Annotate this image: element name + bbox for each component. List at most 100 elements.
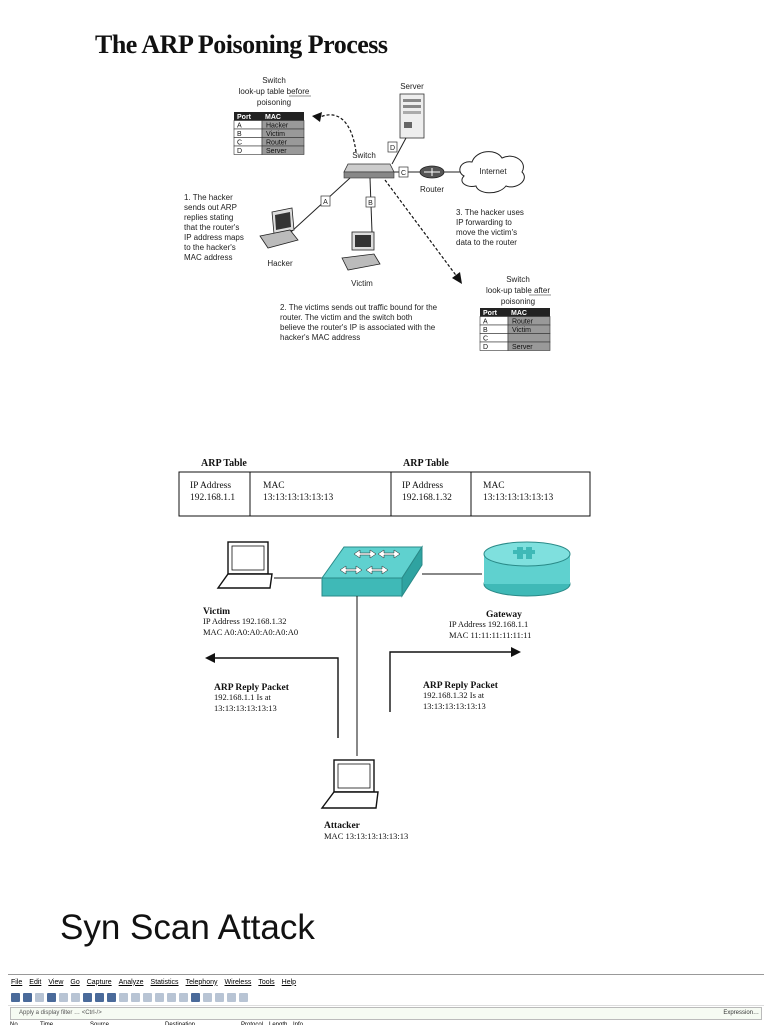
- zoom-out-icon[interactable]: [215, 992, 224, 1002]
- left-ip-value: 192.168.1.1: [190, 493, 235, 503]
- save-file-icon[interactable]: [71, 992, 80, 1002]
- after-caption-line1: Switch: [506, 275, 530, 284]
- reload-icon[interactable]: [95, 992, 104, 1002]
- left-packet-title: ARP Reply Packet: [214, 683, 290, 693]
- right-packet-title: ARP Reply Packet: [423, 681, 499, 691]
- after-table-port-cell: A: [483, 319, 488, 326]
- page-title: The ARP Poisoning Process: [95, 30, 388, 59]
- options-gear-icon[interactable]: [47, 992, 56, 1002]
- victim-label: Victim: [351, 279, 373, 288]
- wireshark-menubar: File Edit View Go Capture Analyze Statistics Te…: [8, 975, 764, 989]
- victim-ip: IP Address 192.168.1.32: [203, 616, 287, 626]
- resize-columns-icon[interactable]: [239, 992, 248, 1002]
- forward-icon[interactable]: [131, 992, 140, 1002]
- after-table-header-port: Port: [483, 310, 498, 317]
- menu-item-capture[interactable]: Capture: [86, 978, 112, 986]
- stop-capture-icon[interactable]: [23, 992, 32, 1002]
- network-switch-icon: [321, 545, 423, 598]
- before-table-header-mac: MAC: [265, 114, 281, 121]
- before-table-mac-cell: Router: [266, 140, 288, 147]
- menu-item-telephony[interactable]: Telephony: [185, 978, 218, 986]
- note2-line: router. The victim and the switch both: [280, 313, 412, 322]
- last-packet-icon[interactable]: [167, 992, 176, 1002]
- expression-button[interactable]: Expression…: [723, 1010, 759, 1016]
- note1-line: that the router's: [184, 223, 239, 232]
- dashed-arrow-after: [384, 179, 459, 279]
- left-packet-line2: 13:13:13:13:13:13: [214, 703, 277, 713]
- note1-line: replies stating: [184, 213, 233, 222]
- attacker-mac: MAC 13:13:13:13:13:13: [324, 831, 408, 841]
- dashed-arrow-before: [317, 114, 357, 153]
- left-reply-arrow: [212, 657, 339, 738]
- syn-scan-heading: Syn Scan Attack: [60, 908, 315, 947]
- right-mac-value: 13:13:13:13:13:13: [483, 493, 553, 503]
- right-arp-table-title: ARP Table: [403, 458, 449, 469]
- note3-line: move the victim's: [456, 228, 517, 237]
- after-table-header-mac: MAC: [511, 310, 527, 317]
- open-file-icon[interactable]: [59, 992, 68, 1002]
- after-table-mac-cell: Victim: [512, 327, 531, 334]
- menu-item-tools[interactable]: Tools: [258, 978, 275, 986]
- before-table-port-cell: D: [237, 148, 242, 155]
- right-arp-table: [390, 471, 591, 517]
- router-icon: [419, 165, 445, 179]
- before-table-port-cell: A: [237, 123, 242, 130]
- go-to-packet-icon[interactable]: [143, 992, 152, 1002]
- restart-capture-icon[interactable]: [35, 992, 44, 1002]
- menu-item-view[interactable]: View: [48, 978, 64, 986]
- menu-item-statistics[interactable]: Statistics: [150, 978, 179, 986]
- victim-computer-icon: [341, 231, 381, 271]
- gateway-ip: IP Address 192.168.1.1: [449, 619, 528, 629]
- port-b-label: B: [368, 200, 373, 207]
- port-a-label: A: [323, 199, 328, 206]
- left-mac-label: MAC: [263, 481, 285, 491]
- right-reply-arrow: [389, 651, 514, 712]
- arp-reply-diagram: ARP Table IP Address 192.168.1.1 MAC 13:…: [178, 458, 591, 841]
- note2-line: believe the router's IP is associated wi…: [280, 323, 436, 332]
- after-table-mac-cell: Server: [512, 344, 533, 351]
- display-filter-input[interactable]: Apply a display filter … <Ctrl-/> Expres…: [10, 1007, 762, 1020]
- note3-line: 3. The hacker uses: [456, 208, 524, 217]
- close-file-icon[interactable]: [83, 992, 92, 1002]
- switch-icon: [343, 163, 395, 179]
- after-caption-line3: poisoning: [501, 297, 535, 306]
- note1-line: to the hacker's: [184, 243, 236, 252]
- back-icon[interactable]: [119, 992, 128, 1002]
- victim-laptop-icon: [216, 541, 273, 589]
- internet-cloud-icon: [459, 151, 525, 194]
- port-c-label: C: [401, 170, 406, 177]
- right-ip-label: IP Address: [402, 481, 443, 491]
- after-table-mac-cell: Router: [512, 319, 534, 326]
- normal-size-icon[interactable]: [227, 992, 236, 1002]
- menu-item-file[interactable]: File: [11, 978, 23, 986]
- menu-item-wireless[interactable]: Wireless: [224, 978, 252, 986]
- start-capture-icon[interactable]: [11, 992, 20, 1002]
- gateway-router-icon: [483, 541, 571, 597]
- first-packet-icon[interactable]: [155, 992, 164, 1002]
- menu-item-go[interactable]: Go: [70, 978, 80, 986]
- menu-item-help[interactable]: Help: [281, 978, 297, 986]
- before-table-mac-cell: Hacker: [266, 123, 289, 130]
- victim-mac: MAC A0:A0:A0:A0:A0:A0: [203, 627, 298, 637]
- note1-line: sends out ARP: [184, 203, 237, 212]
- note-step-2: 2. The victims sends out traffic bound f…: [280, 303, 438, 342]
- right-mac-label: MAC: [483, 481, 505, 491]
- port-d-label: D: [390, 145, 395, 152]
- arp-poisoning-diagram: Switch look-up table before poisoning Po…: [184, 76, 551, 351]
- left-arp-table: [178, 471, 395, 517]
- menu-item-edit[interactable]: Edit: [29, 978, 42, 986]
- zoom-in-icon[interactable]: [203, 992, 212, 1002]
- menu-item-analyze[interactable]: Analyze: [118, 978, 144, 986]
- server-label: Server: [400, 82, 424, 91]
- autoscroll-icon[interactable]: [179, 992, 188, 1002]
- colorize-icon[interactable]: [191, 992, 200, 1002]
- right-ip-value: 192.168.1.32: [402, 493, 452, 503]
- note3-line: data to the router: [456, 238, 517, 247]
- hacker-label: Hacker: [267, 259, 293, 268]
- attacker-name: Attacker: [324, 821, 361, 831]
- search-icon[interactable]: [107, 992, 116, 1002]
- router-label: Router: [420, 185, 444, 194]
- before-table-port-cell: C: [237, 140, 242, 147]
